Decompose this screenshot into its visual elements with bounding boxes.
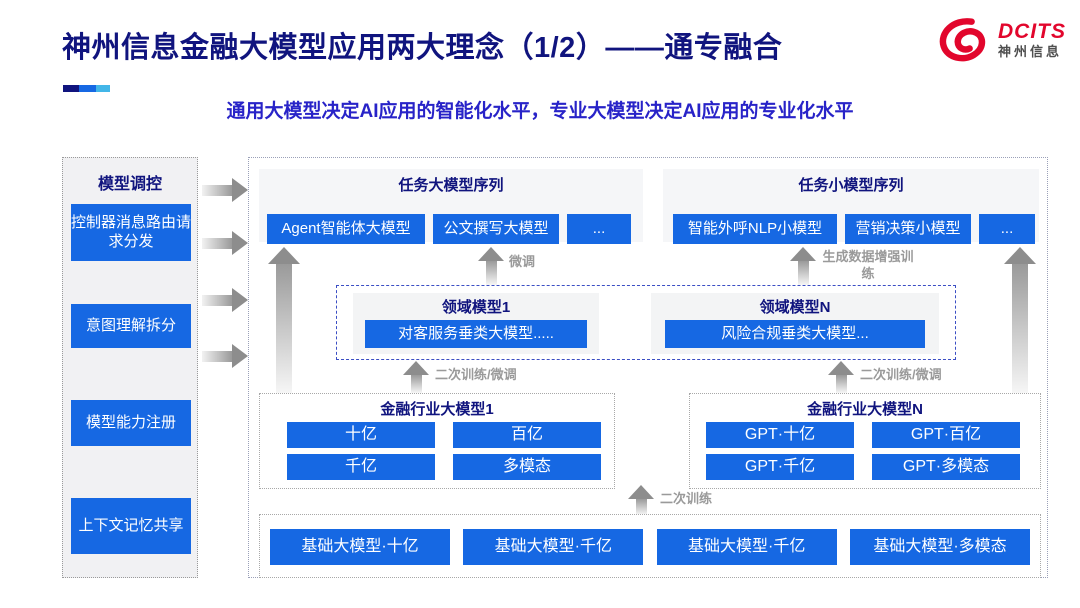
task-large-model-group: 任务大模型序列 Agent智能体大模型 公文撰写大模型 ... [259,169,643,244]
node-customer-service-vertical-model: 对客服务垂类大模型..... [365,320,587,348]
group-title: 任务大模型序列 [398,177,504,194]
page-subtitle: 通用大模型决定AI应用的智能化水平，专业大模型决定AI应用的专业化水平 [226,101,854,122]
node-base-model-1b: 基础大模型·十亿 [270,529,450,565]
right-arrow-icon [202,231,248,255]
node-risk-compliance-vertical-model: 风险合规垂类大模型... [665,320,925,348]
node-base-model-100b-2: 基础大模型·千亿 [656,529,837,565]
node-1b-model: 十亿 [287,422,435,448]
group-title: 金融行业大模型N [807,401,923,418]
industry-model-1-group: 金融行业大模型1 十亿 百亿 千亿 多模态 [259,393,615,489]
domain-model-1-group: 领域模型1 对客服务垂类大模型..... [353,293,599,354]
flow-label-retrain: 二次训练 [660,491,713,506]
industry-model-n-group: 金融行业大模型N GPT·十亿 GPT·百亿 GPT·千亿 GPT·多模态 [689,393,1041,489]
model-control-panel: 模型调控 控制器消息路由请求分发 意图理解拆分 模型能力注册 上下文记忆共享 [62,157,198,578]
node-multimodal-model: 多模态 [453,454,601,480]
dcits-swirl-icon [935,16,991,64]
model-architecture-diagram: 任务大模型序列 Agent智能体大模型 公文撰写大模型 ... 任务小模型序列 … [248,157,1048,578]
logo-brand-text: DCITS [998,20,1066,44]
flow-label-finetune: 微调 [509,254,536,269]
node-base-model-100b: 基础大模型·千亿 [463,529,644,565]
domain-model-container: 领域模型1 对客服务垂类大模型..... 领域模型N 风险合规垂类大模型... [336,285,956,360]
bar-segment-blue [79,85,96,92]
up-arrow-icon [403,361,429,393]
group-title: 金融行业大模型1 [380,401,494,418]
title-underline-bar [63,85,110,92]
up-arrow-icon [1004,247,1036,393]
right-arrow-icon [202,288,248,312]
node-document-writing-model: 公文撰写大模型 [433,214,559,244]
bar-segment-navy [63,85,79,92]
sidebar-item-context-memory: 上下文记忆共享 [71,498,191,554]
flow-label-retrain-finetune: 二次训练/微调 [860,367,942,382]
right-arrow-icon [202,344,248,368]
sidebar-title: 模型调控 [97,176,162,193]
bar-segment-cyan [96,85,110,92]
base-model-group: 基础大模型·十亿 基础大模型·千亿 基础大模型·千亿 基础大模型·多模态 [259,514,1041,578]
node-marketing-decision-model: 营销决策小模型 [845,214,971,244]
node-gpt-10b-model: GPT·百亿 [872,422,1020,448]
task-small-model-group: 任务小模型序列 智能外呼NLP小模型 营销决策小模型 ... [663,169,1039,244]
right-arrow-icon [202,178,248,202]
node-outbound-nlp-model: 智能外呼NLP小模型 [673,214,837,244]
company-logo: DCITS 神州信息 [935,16,1066,64]
up-arrow-icon [828,361,854,393]
node-more-ellipsis: ... [979,214,1035,244]
node-base-model-multimodal: 基础大模型·多模态 [849,529,1030,565]
logo-company-text: 神州信息 [998,44,1063,60]
sidebar-item-intent-split: 意图理解拆分 [71,304,191,348]
node-100b-model: 千亿 [287,454,435,480]
node-10b-model: 百亿 [453,422,601,448]
sidebar-item-capability-register: 模型能力注册 [71,400,191,446]
group-title: 领域模型N [759,299,831,316]
node-gpt-1b-model: GPT·十亿 [706,422,854,448]
node-agent-large-model: Agent智能体大模型 [267,214,425,244]
node-gpt-multimodal-model: GPT·多模态 [872,454,1020,480]
node-gpt-100b-model: GPT·千亿 [706,454,854,480]
sidebar-item-controller-routing: 控制器消息路由请求分发 [71,204,191,261]
node-more-ellipsis: ... [567,214,631,244]
flow-label-gen-data-train: 生成数据增强训练 [822,249,914,281]
group-title: 任务小模型序列 [798,177,904,194]
up-arrow-icon [478,247,504,285]
domain-model-n-group: 领域模型N 风险合规垂类大模型... [651,293,939,354]
up-arrow-icon [790,247,816,285]
up-arrow-icon [268,247,300,393]
page-title: 神州信息金融大模型应用两大理念（1/2）——通专融合 [62,32,783,64]
flow-label-retrain-finetune: 二次训练/微调 [435,367,517,382]
up-arrow-icon [628,485,654,515]
group-title: 领域模型1 [441,299,511,316]
